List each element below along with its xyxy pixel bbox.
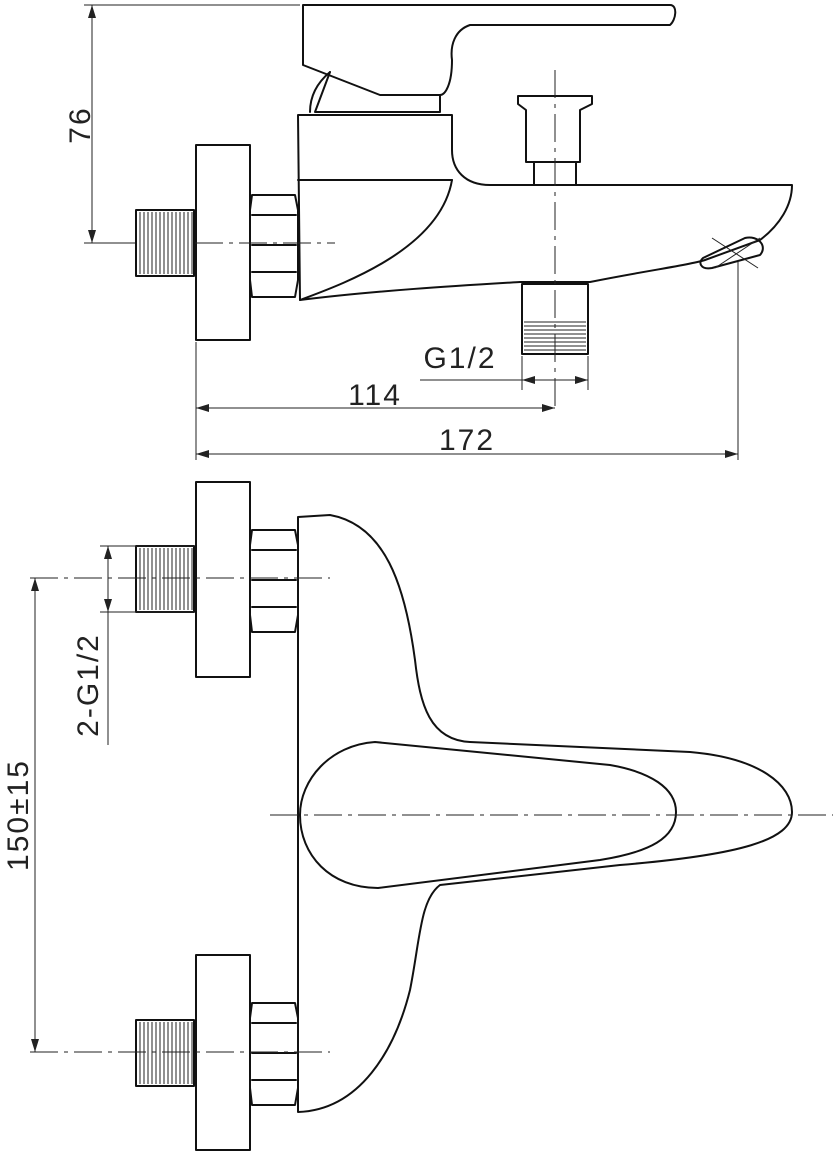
inlet-thread-upper bbox=[135, 545, 195, 613]
aerator bbox=[699, 236, 764, 270]
plan-view: 2-G1/2 150±15 bbox=[2, 481, 833, 1151]
outlet-thread-label: G1/2 bbox=[423, 342, 496, 375]
wall-flange-upper bbox=[195, 481, 251, 678]
hex-nut-top bbox=[249, 194, 299, 298]
hex-nut-lower bbox=[249, 1002, 299, 1106]
side-elevation-view: 76 G1/2 114 172 bbox=[64, 4, 793, 460]
lever-handle-plan bbox=[299, 741, 677, 889]
inlet-spacing-label: 150±15 bbox=[2, 759, 35, 871]
diverter-knob bbox=[517, 95, 593, 186]
hex-nut-upper bbox=[249, 529, 299, 633]
dim-114-label: 114 bbox=[348, 379, 402, 412]
inlet-thread-label: 2-G1/2 bbox=[72, 633, 105, 737]
faucet-body-top bbox=[297, 114, 793, 301]
dim-76-label: 76 bbox=[64, 106, 97, 143]
inlet-thread-top bbox=[135, 209, 195, 277]
inlet-thread-lower bbox=[135, 1019, 195, 1087]
dim-172-label: 172 bbox=[439, 424, 495, 457]
lever-handle-top bbox=[302, 4, 677, 96]
faucet-body-plan bbox=[297, 514, 793, 1113]
